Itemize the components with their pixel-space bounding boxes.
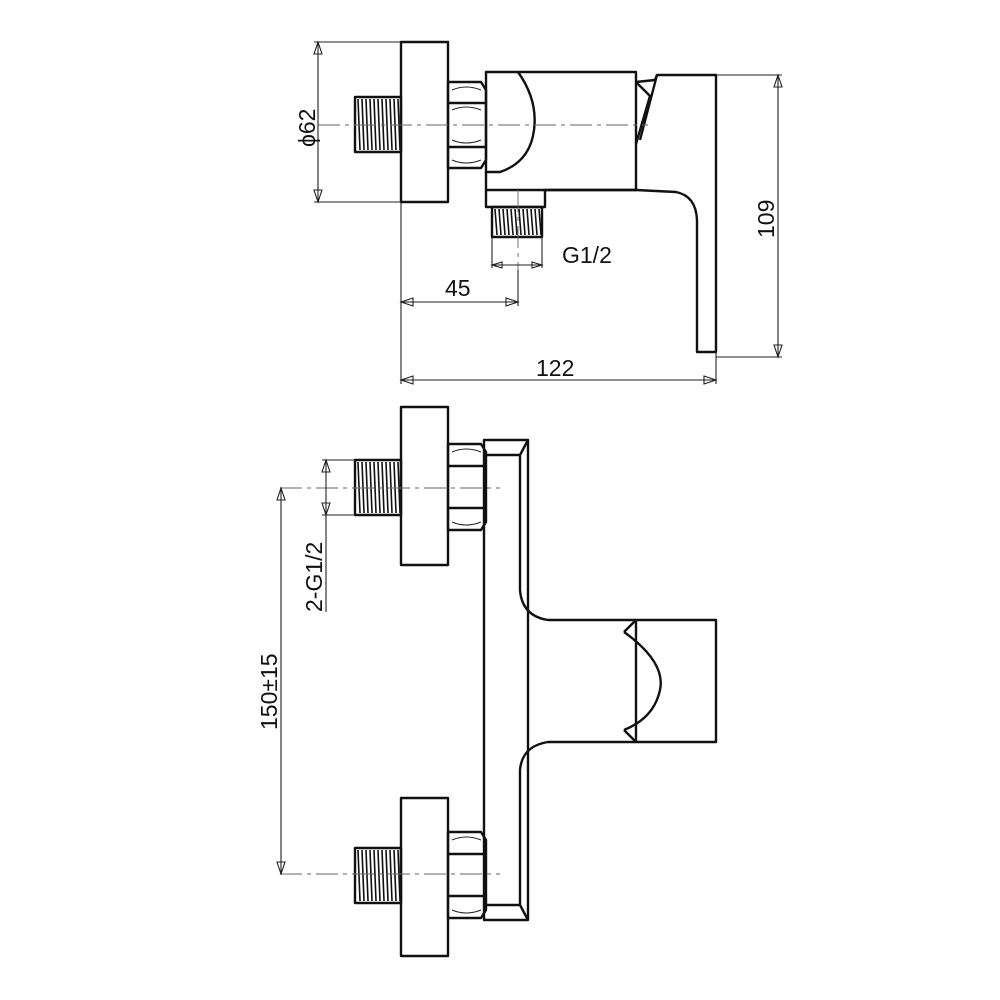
inlet-threads-label: 2-G1/2 — [301, 542, 327, 612]
outlet-thread-label: G1/2 — [562, 242, 612, 268]
thread-line — [377, 461, 381, 514]
thread-line — [393, 849, 397, 902]
thread-line — [393, 461, 397, 514]
dim-overall-height: 109 — [716, 73, 783, 359]
overall-depth-label: 122 — [536, 355, 574, 381]
thread-line — [502, 208, 506, 236]
thread-line — [369, 461, 373, 514]
side-mixer-body — [484, 70, 638, 209]
flange-diameter-label: ϕ62 — [294, 109, 320, 147]
thread-line — [389, 98, 393, 151]
dim-inlet-threads: 2-G1/2 — [301, 458, 355, 612]
front-upper-flange — [399, 405, 450, 567]
thread-line — [369, 849, 373, 902]
thread-line — [381, 461, 385, 514]
thread-line — [381, 98, 385, 151]
front-upper-inlet-thread — [353, 458, 403, 517]
thread-line — [381, 849, 385, 902]
dim-overall-depth: 122 — [399, 306, 718, 385]
thread-line — [361, 849, 365, 902]
thread-line — [506, 208, 510, 236]
thread-line — [538, 208, 542, 236]
thread-line — [530, 208, 534, 236]
overall-height-label: 109 — [753, 200, 779, 238]
thread-line — [397, 849, 401, 902]
thread-line — [534, 208, 538, 236]
thread-line — [389, 849, 393, 902]
thread-line — [361, 461, 365, 514]
thread-line — [518, 208, 522, 236]
side-wall-flange — [399, 40, 450, 204]
thread-line — [385, 849, 389, 902]
thread-line — [498, 208, 502, 236]
thread-line — [377, 849, 381, 902]
thread-line — [397, 98, 401, 151]
dim-outlet-thread: G1/2 — [490, 237, 612, 269]
thread-line — [522, 208, 526, 236]
side-inlet-thread — [353, 95, 403, 154]
thread-line — [365, 461, 369, 514]
thread-line — [369, 98, 373, 151]
thread-line — [373, 849, 377, 902]
thread-line — [385, 98, 389, 151]
inlet-spacing-label: 150±15 — [256, 653, 282, 730]
side-view: ϕ62 G1/2 45 122 — [294, 40, 783, 385]
thread-line — [385, 461, 389, 514]
thread-line — [510, 208, 514, 236]
dim-flange-diameter: ϕ62 — [294, 40, 401, 204]
dim-inlet-offset: 45 — [399, 202, 520, 307]
thread-line — [514, 208, 518, 236]
thread-line — [357, 98, 361, 151]
side-lever-handle — [634, 73, 718, 354]
thread-line — [357, 461, 361, 514]
front-upper-hex-nut — [446, 442, 488, 532]
front-lower-hex-nut — [446, 830, 488, 920]
thread-line — [397, 461, 401, 514]
dim-inlet-spacing: 150±15 — [256, 486, 286, 876]
thread-line — [365, 98, 369, 151]
thread-line — [526, 208, 530, 236]
front-view: 2-G1/2 150±15 — [256, 405, 718, 958]
front-lower-flange — [399, 796, 450, 958]
front-lever-head — [623, 618, 718, 744]
thread-line — [494, 208, 498, 236]
thread-line — [373, 98, 377, 151]
inlet-offset-label: 45 — [445, 275, 471, 301]
thread-line — [389, 461, 393, 514]
thread-line — [361, 98, 365, 151]
front-mixer-body — [482, 438, 636, 922]
thread-line — [393, 98, 397, 151]
thread-line — [373, 461, 377, 514]
side-outlet-thread — [490, 205, 544, 239]
thread-line — [377, 98, 381, 151]
thread-line — [357, 849, 361, 902]
front-lower-inlet-thread — [353, 846, 403, 905]
thread-line — [365, 849, 369, 902]
